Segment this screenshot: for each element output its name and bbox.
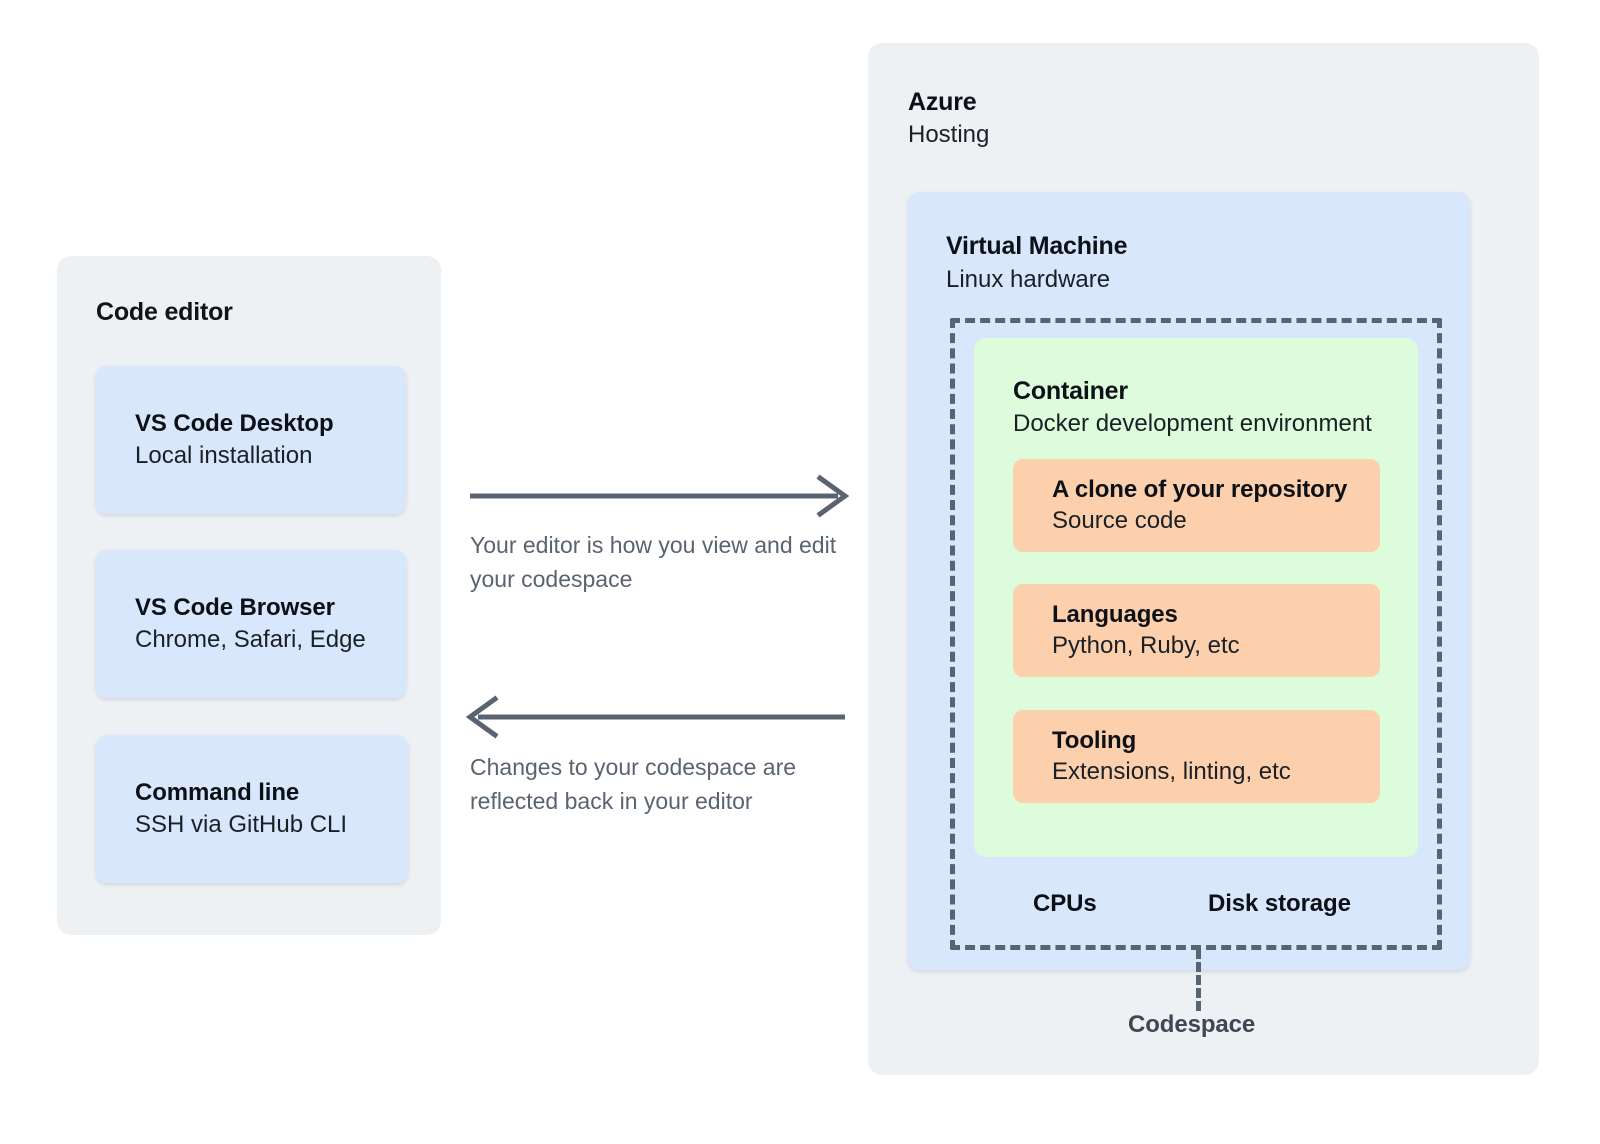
card-languages[interactable]: Languages Python, Ruby, etc [1013,584,1380,677]
card-title: VS Code Browser [135,594,335,622]
card-subtitle: Extensions, linting, etc [1052,758,1291,786]
card-subtitle: SSH via GitHub CLI [135,810,348,838]
card-title: Languages [1052,600,1178,628]
code-editor-panel-title: Code editor [96,298,233,326]
card-vs-code-browser[interactable]: VS Code Browser Chrome, Safari, Edge [96,550,406,698]
card-subtitle: Chrome, Safari, Edge [135,625,366,653]
card-title: Tooling [1052,726,1137,754]
virtual-machine-panel: Virtual Machine Linux hardware Container… [908,192,1470,970]
card-title: A clone of your repository [1052,475,1348,503]
codespace-leader-line [1196,949,1201,1011]
container-panel: Container Docker development environment… [974,338,1418,857]
azure-panel: Azure Hosting Virtual Machine Linux hard… [868,43,1539,1075]
virtual-machine-subtitle: Linux hardware [946,266,1111,293]
card-vs-code-desktop[interactable]: VS Code Desktop Local installation [96,366,406,514]
azure-panel-title: Azure [908,88,977,116]
codespace-dashed-boundary [950,318,1442,950]
resource-label-disk-storage: Disk storage [1208,890,1351,917]
azure-panel-subtitle: Hosting [908,121,990,148]
container-title: Container [1013,377,1128,405]
container-subtitle: Docker development environment [1013,410,1372,437]
card-subtitle: Local installation [135,441,313,469]
card-title: VS Code Desktop [135,410,334,438]
resource-label-cpus: CPUs [1033,890,1097,917]
card-text-block: VS Code Browser Chrome, Safari, Edge [135,593,366,655]
card-text-block: VS Code Desktop Local installation [135,409,334,471]
card-text-block: Command line SSH via GitHub CLI [135,778,347,840]
card-subtitle: Source code [1052,507,1187,535]
arrow-right-icon [470,474,850,518]
code-editor-panel: Code editor VS Code Desktop Local instal… [57,256,441,935]
flow-caption-back: Changes to your codespace are reflected … [470,754,797,815]
card-repository-clone[interactable]: A clone of your repository Source code [1013,459,1380,552]
virtual-machine-title: Virtual Machine [946,232,1128,260]
card-subtitle: Python, Ruby, etc [1052,632,1240,660]
flow-caption-forward: Your editor is how you view and edit you… [470,532,837,593]
card-tooling[interactable]: Tooling Extensions, linting, etc [1013,710,1380,803]
card-title: Command line [135,779,300,807]
codespace-label: Codespace [1128,1011,1256,1038]
arrow-left-icon [465,695,845,739]
card-text-block: Tooling Extensions, linting, etc [1052,726,1291,788]
card-text-block: Languages Python, Ruby, etc [1052,600,1240,662]
card-command-line[interactable]: Command line SSH via GitHub CLI [96,735,408,883]
card-text-block: A clone of your repository Source code [1052,475,1347,537]
